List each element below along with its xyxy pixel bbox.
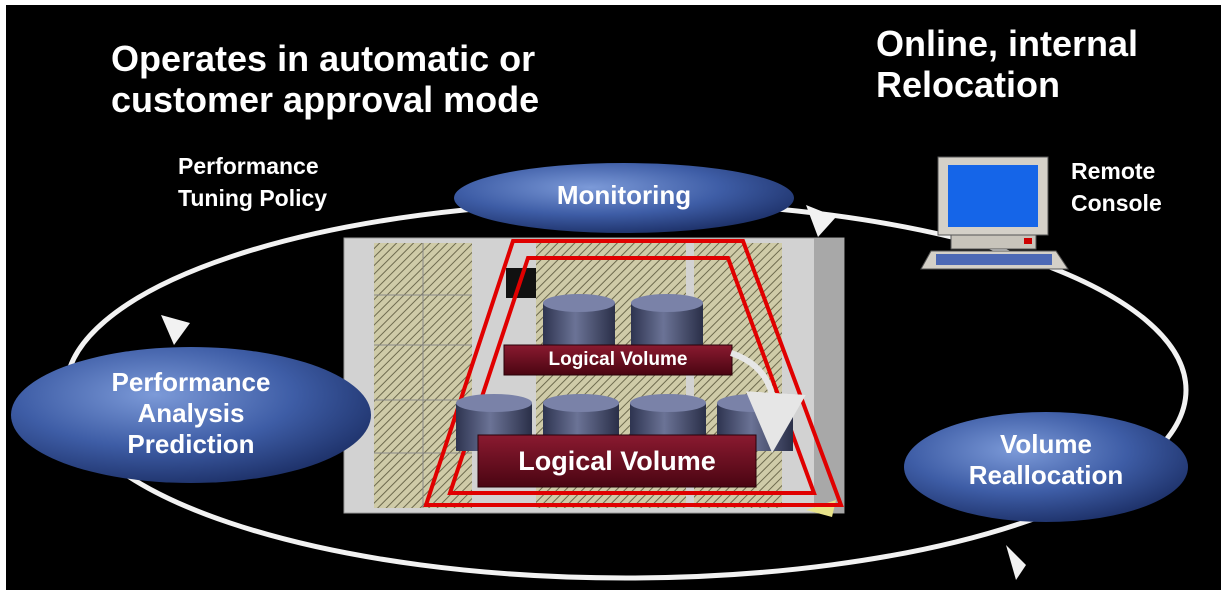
loop-arrow-left-icon [161, 315, 190, 345]
policy-label: Performance Tuning Policy [178, 153, 328, 211]
analysis-oval [11, 347, 371, 483]
console-label: Remote Console [1071, 158, 1162, 216]
node-monitoring: Monitoring [556, 180, 692, 210]
disk-icon [543, 294, 615, 345]
logical-volume-source: Logical Volume [548, 349, 688, 370]
node-reallocation: Volume Reallocation [968, 429, 1124, 490]
disk-row-upper [543, 294, 703, 345]
volume-group-outline [423, 239, 844, 507]
logical-volume-target-box [477, 434, 757, 488]
slide: Operates in automatic or customer approv… [6, 5, 1221, 590]
disk-icon [631, 294, 703, 345]
loop-arrow-bottom-icon [1006, 545, 1026, 580]
reallocation-oval [904, 412, 1188, 522]
diagram-graphics [11, 156, 1189, 581]
flow-arrow-icon [729, 350, 806, 453]
monitoring-oval [454, 163, 794, 233]
computer-icon [920, 156, 1069, 270]
headline-left: Operates in automatic or customer approv… [111, 38, 540, 120]
logical-volume-source-box [503, 344, 733, 376]
node-analysis: Performance Analysis Prediction [111, 367, 271, 459]
loop-arrow-top-icon [806, 205, 836, 237]
headline-right: Online, internal Relocation [876, 23, 1139, 105]
logical-volume-target: Logical Volume [518, 446, 716, 476]
